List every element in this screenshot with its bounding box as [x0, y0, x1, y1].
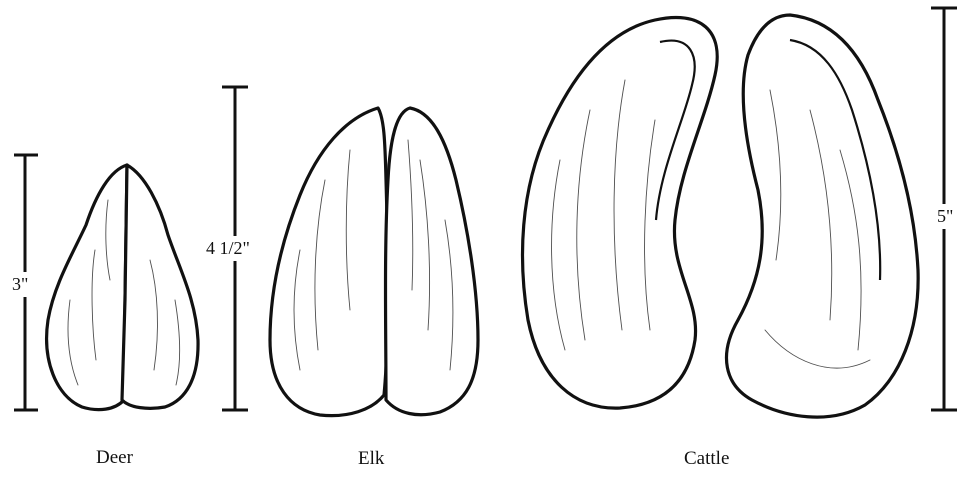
deer-hoofprint: [47, 165, 198, 410]
elk-size-label: 4 1/2": [206, 236, 250, 261]
cattle-right-toe: [727, 15, 919, 417]
deer-size-label: 3": [12, 272, 28, 297]
deer-name-label: Deer: [96, 447, 133, 469]
elk-name-label: Elk: [358, 448, 384, 470]
cattle-hoofprint: [523, 15, 919, 417]
elk-right-toe: [386, 108, 479, 415]
elk-hoofprint: [270, 108, 478, 416]
cattle-size-label: 5": [937, 204, 953, 229]
cattle-name-label: Cattle: [684, 448, 729, 470]
elk-left-toe: [270, 108, 388, 416]
deer-right-toe: [122, 165, 198, 408]
cattle-left-toe: [523, 17, 718, 408]
deer-left-toe: [47, 165, 127, 410]
